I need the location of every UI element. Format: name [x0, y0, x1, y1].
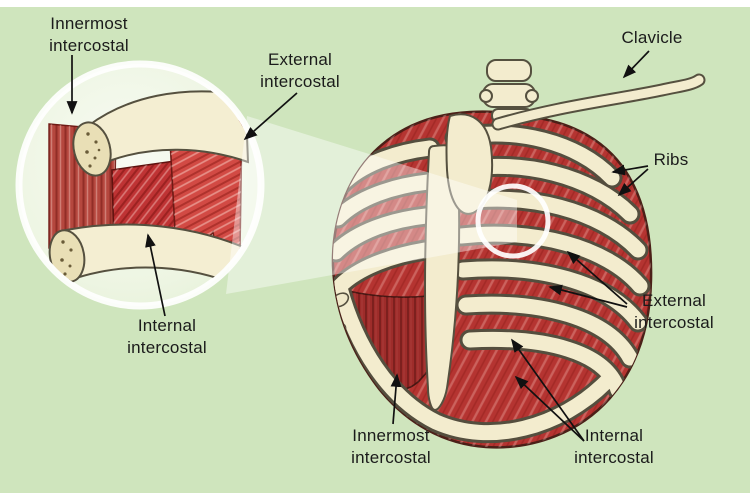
bone-marrow-speckles: [60, 240, 73, 276]
arrow-external-intercostal-right-2: [548, 284, 628, 308]
arrow-internal-intercostal-right-1: [511, 338, 585, 442]
arrow-external-intercostal-top: [243, 92, 298, 141]
inset-rib-bone-bottom: [48, 223, 254, 294]
arrow-internal-intercostal-right-2: [514, 375, 585, 442]
label-internal-intercostal-right: Internal intercostal: [574, 426, 654, 467]
rib-cage: [331, 59, 706, 449]
magnifier-focus-ring: [475, 183, 551, 259]
arrow-ribs-2: [617, 168, 649, 197]
arrow-ribs-1: [611, 164, 649, 176]
ribs-bones: [332, 123, 651, 444]
arrow-clavicle: [622, 50, 650, 79]
bone-marrow-speckles: [85, 132, 101, 168]
inset-rib-bone-top: [72, 90, 250, 177]
label-clavicle: Clavicle: [621, 28, 683, 47]
magnifier-beam: [226, 116, 517, 294]
label-innermost-intercostal-top: Innermost intercostal: [49, 14, 129, 55]
arrow-internal-intercostal-left: [145, 233, 166, 317]
inset-magnified-view: [15, 60, 265, 310]
label-external-intercostal-right: External intercostal: [634, 291, 714, 332]
scapula-bone: [445, 113, 494, 215]
label-internal-intercostal-left: Internal intercostal: [127, 316, 207, 357]
label-innermost-intercostal-bottom: Innermost intercostal: [351, 426, 431, 467]
clavicle-bone: [491, 73, 706, 131]
label-arrows: [66, 50, 650, 442]
arrow-innermost-intercostal-bottom: [390, 373, 402, 425]
label-external-intercostal-top: External intercostal: [260, 50, 340, 91]
arrow-external-intercostal-right-1: [566, 250, 628, 305]
label-ribs: Ribs: [653, 150, 689, 169]
